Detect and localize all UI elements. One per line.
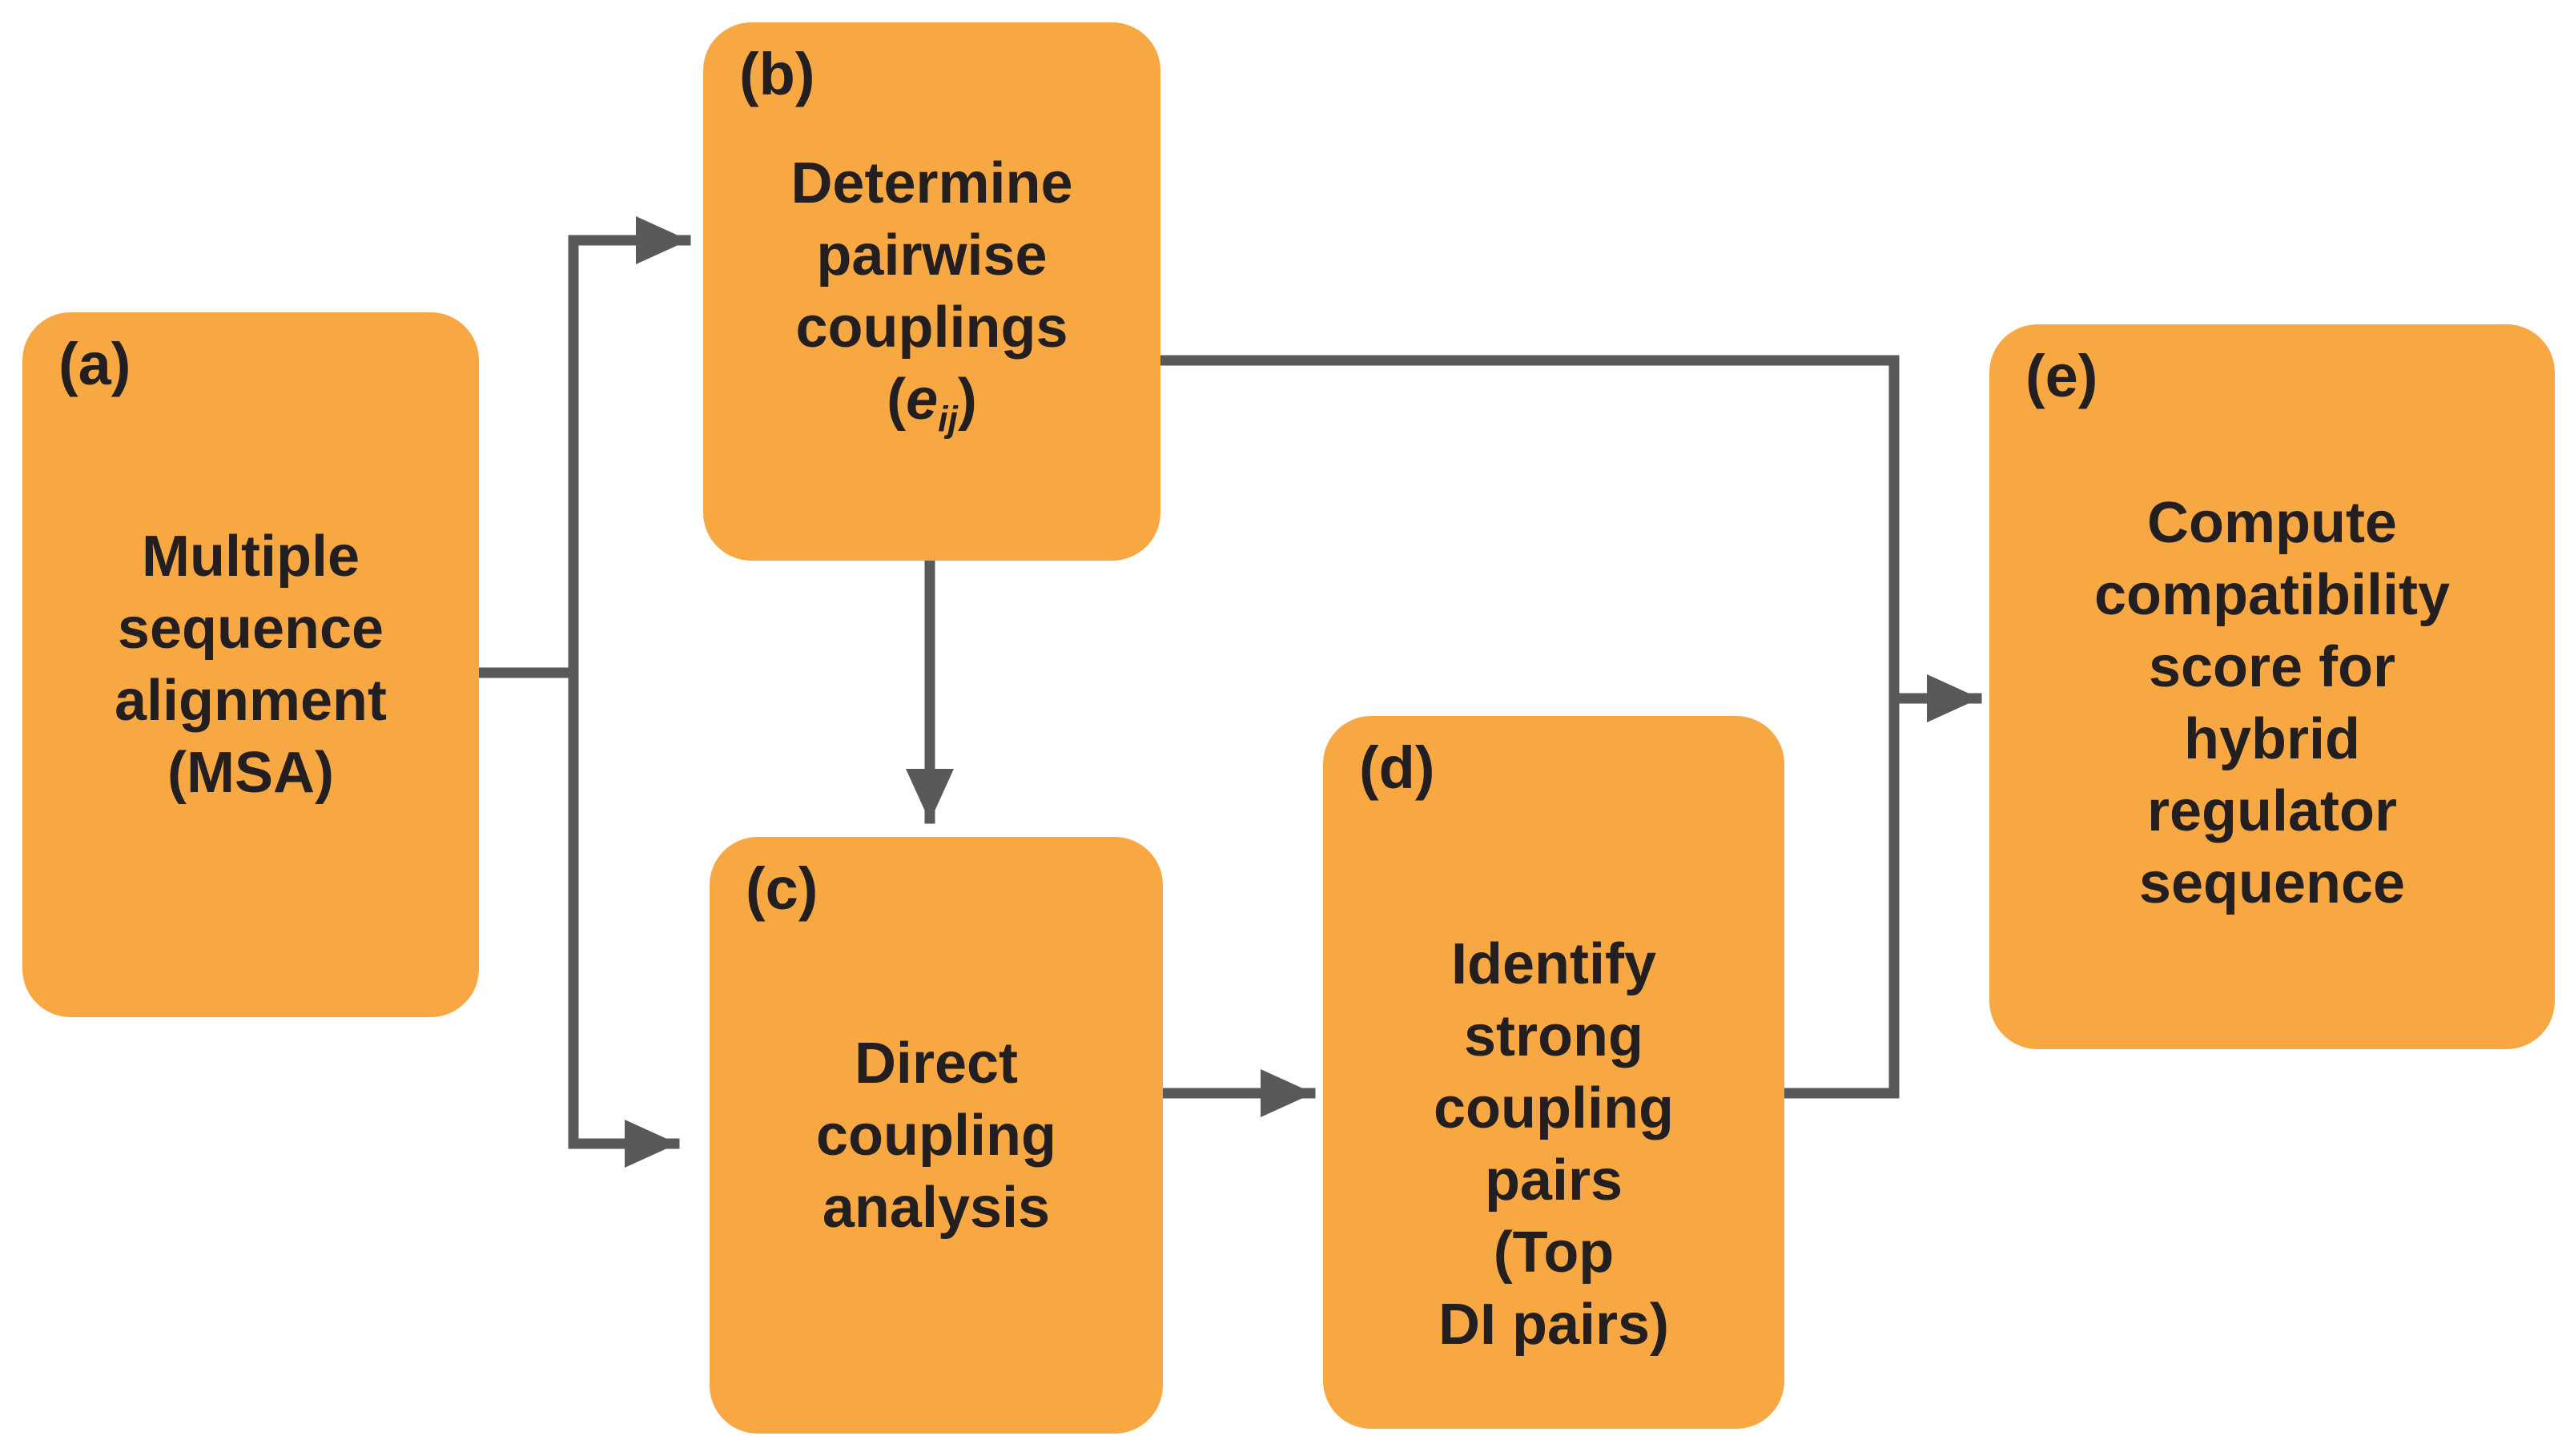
text-line: pairs bbox=[1484, 1148, 1623, 1213]
box-b-label: (b) bbox=[739, 41, 815, 107]
box-d-label: (d) bbox=[1359, 734, 1435, 801]
text-line: (MSA) bbox=[167, 741, 334, 805]
text-line: sequence bbox=[117, 597, 384, 661]
arrow-a-to-c bbox=[568, 664, 680, 1168]
box-d-identify-strong-coupling-pairs: (d) Identify strong coupling pairs (Top … bbox=[1323, 716, 1784, 1429]
box-b-determine-pairwise-couplings: (b) Determine pairwise couplings (eij) bbox=[703, 22, 1160, 561]
text-line: Determine bbox=[790, 151, 1073, 215]
box-a-text: Multiple sequence alignment (MSA) bbox=[115, 521, 387, 809]
text-line: Multiple bbox=[142, 525, 360, 589]
text-line: regulator bbox=[2146, 778, 2398, 843]
arrow-a-to-b bbox=[467, 216, 691, 678]
text-line: Identify bbox=[1450, 932, 1656, 996]
text-line: coupling bbox=[816, 1103, 1056, 1168]
text-line: sequence bbox=[2138, 851, 2406, 915]
formula-subscript-text: ij bbox=[938, 400, 958, 440]
arrow-b-to-e bbox=[1152, 355, 1982, 722]
line-d-to-junction bbox=[1774, 693, 1900, 1099]
text-line: DI pairs) bbox=[1438, 1293, 1670, 1357]
box-c-text: Direct coupling analysis bbox=[816, 1028, 1056, 1244]
formula-base: e bbox=[906, 368, 939, 432]
box-a-multiple-sequence-alignment: (a) Multiple sequence alignment (MSA) bbox=[22, 312, 479, 1017]
text-line: alignment bbox=[114, 669, 388, 733]
text-line: score for bbox=[2148, 634, 2396, 699]
box-c-direct-coupling-analysis: (c) Direct coupling analysis bbox=[710, 837, 1163, 1434]
box-c-label: (c) bbox=[746, 855, 818, 922]
box-d-text: Identify strong coupling pairs (Top DI p… bbox=[1434, 928, 1674, 1361]
box-e-text: Compute compatibility score for hybrid r… bbox=[2094, 487, 2450, 919]
text-line: analysis bbox=[822, 1175, 1051, 1240]
box-b-text: Determine pairwise couplings (eij) bbox=[790, 147, 1073, 439]
formula-close-paren: ) bbox=[957, 368, 977, 432]
formula-eij: (eij) bbox=[790, 364, 1072, 439]
text-line: pairwise bbox=[816, 223, 1048, 288]
text-line: Direct bbox=[854, 1031, 1019, 1096]
box-e-label: (e) bbox=[2025, 343, 2098, 409]
formula-subscript: ij bbox=[938, 400, 958, 439]
text-line: (Top bbox=[1493, 1221, 1615, 1285]
text-line: strong bbox=[1464, 1004, 1643, 1068]
text-line: compatibility bbox=[2093, 562, 2451, 627]
box-e-compute-compatibility-score: (e) Compute compatibility score for hybr… bbox=[1989, 324, 2555, 1049]
text-line: hybrid bbox=[2183, 706, 2360, 771]
formula-open-paren: ( bbox=[887, 368, 907, 432]
text-line: coupling bbox=[1434, 1076, 1674, 1140]
text-line: Compute bbox=[2147, 490, 2397, 555]
text-line: couplings bbox=[795, 296, 1068, 360]
box-a-label: (a) bbox=[58, 331, 131, 397]
